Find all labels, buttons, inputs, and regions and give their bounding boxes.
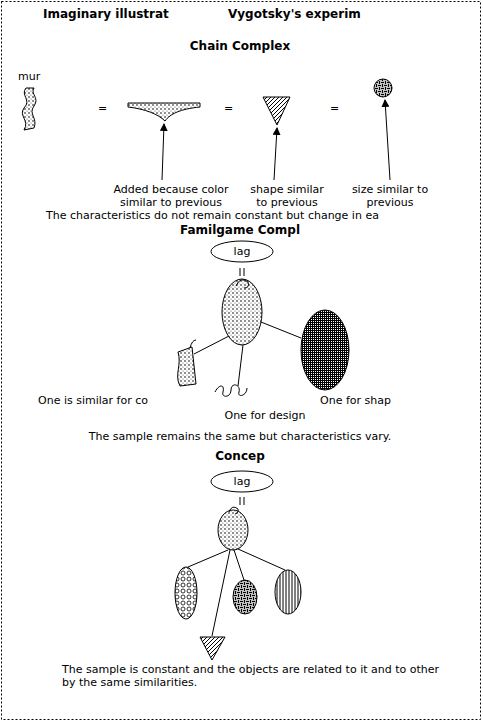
- chain-shape: [128, 103, 200, 121]
- pointer-arrow: [274, 128, 277, 180]
- chain-shape: [22, 88, 36, 130]
- concept-shape: [275, 570, 301, 614]
- equals-sign: [240, 268, 244, 276]
- family-shape: [301, 310, 349, 390]
- note-text: size similar to previous: [348, 183, 432, 209]
- section-heading: Chain Complex: [140, 40, 340, 53]
- note-text: shape similar to previous: [244, 183, 330, 209]
- label-oval: lag: [210, 470, 274, 493]
- sample-shape: [218, 510, 248, 550]
- caption-text: The sample is constant and the objects a…: [62, 663, 452, 689]
- link-line: [194, 322, 301, 386]
- concept-shape: [200, 637, 225, 660]
- caption-text: The characteristics do not remain consta…: [46, 209, 476, 222]
- caption-text: The sample remains the same but characte…: [40, 430, 440, 443]
- note-text: One is similar for co: [38, 394, 208, 407]
- note-text: Added because color similar to previous: [108, 183, 234, 209]
- link-line: [188, 549, 285, 636]
- pointer-arrow: [385, 100, 390, 180]
- equals-sign: =: [224, 102, 233, 115]
- note-text: One for design: [200, 409, 330, 422]
- equals-sign: =: [98, 102, 107, 115]
- pointer-arrow: [162, 124, 164, 180]
- note-text: One for shap: [320, 394, 460, 407]
- oval-text: lag: [210, 245, 274, 258]
- family-shape: [178, 347, 196, 386]
- family-shape: [190, 340, 196, 348]
- sample-shape: [229, 507, 238, 514]
- sample-shape: [236, 280, 249, 288]
- equals-sign: [240, 497, 244, 505]
- equals-sign: =: [330, 102, 339, 115]
- title: Imaginary illustrat: [43, 8, 169, 21]
- chain-shape: [374, 79, 392, 97]
- concept-shape: [175, 567, 197, 619]
- section-heading: Familgame Compl: [140, 224, 340, 237]
- oval-text: lag: [210, 475, 274, 488]
- title-part: Vygotsky's experim: [228, 8, 361, 21]
- sample-shape: [222, 279, 262, 345]
- family-shape: [215, 385, 247, 396]
- chain-shape: [263, 97, 290, 125]
- label-oval: lag: [210, 240, 274, 263]
- concept-shape: [233, 580, 257, 614]
- section-heading: Concep: [140, 450, 340, 463]
- sample-word: mur: [18, 70, 40, 83]
